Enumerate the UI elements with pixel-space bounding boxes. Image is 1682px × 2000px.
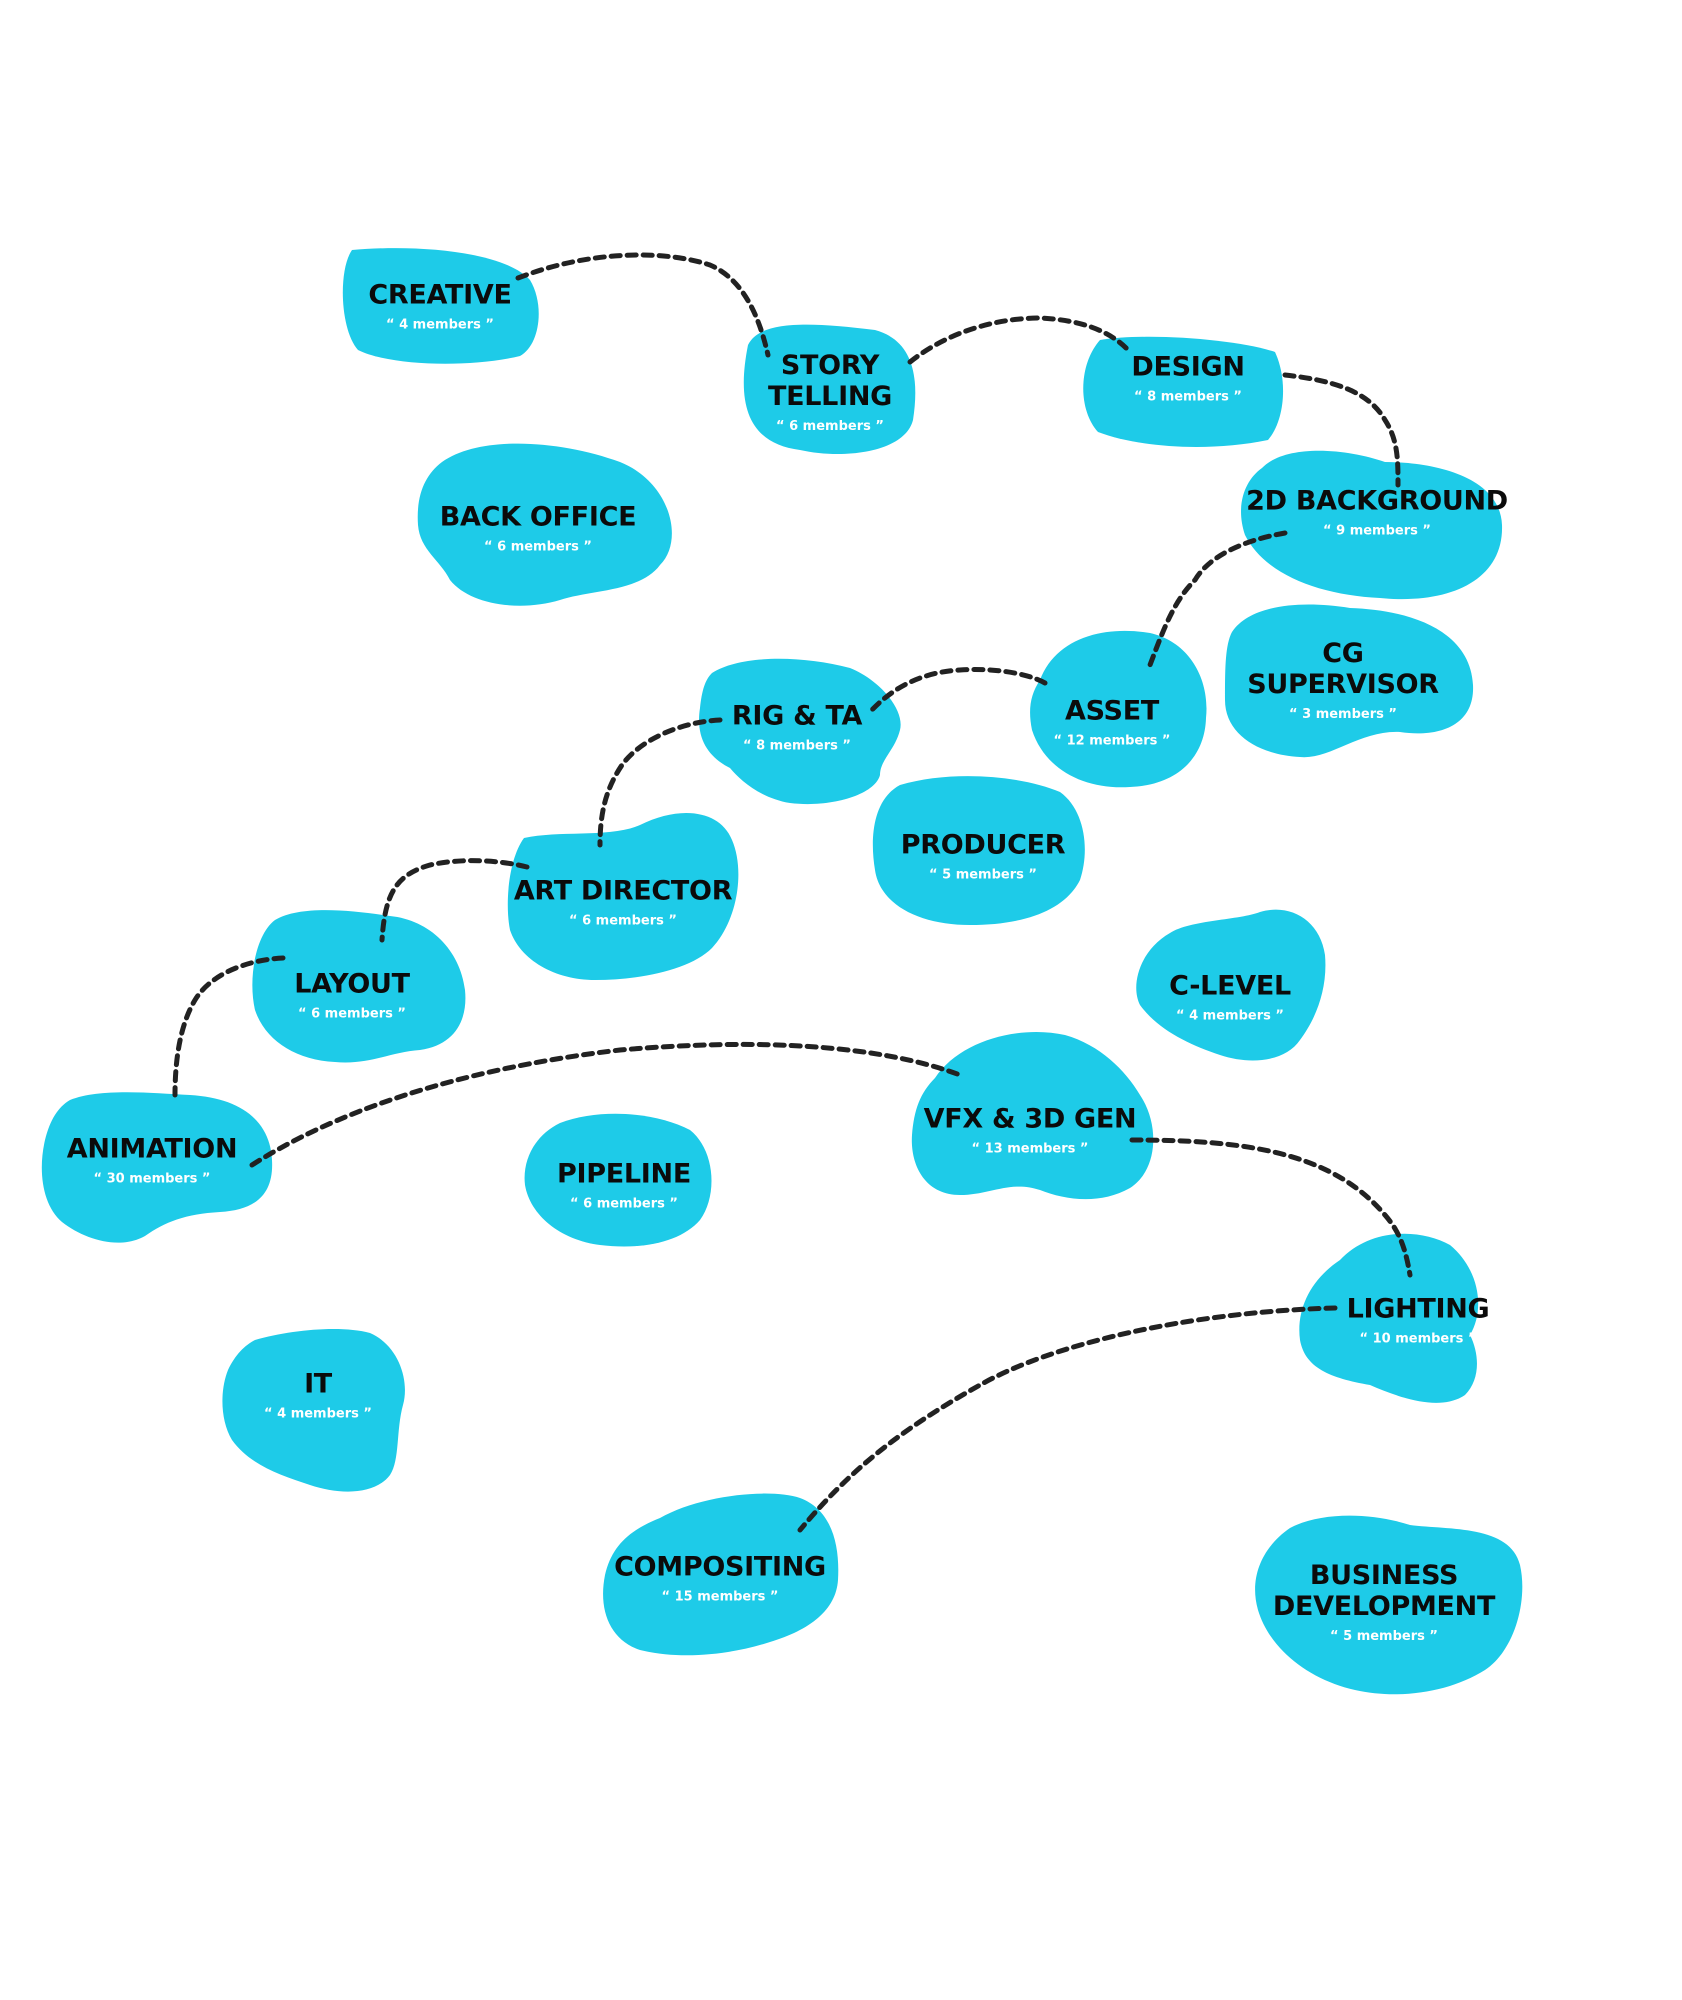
design-blob[interactable]: [1083, 336, 1284, 447]
asset-blob[interactable]: [1030, 630, 1207, 788]
rig-ta-blob[interactable]: [699, 658, 901, 805]
animation-blob[interactable]: [41, 1092, 273, 1243]
2d-background-blob[interactable]: [1241, 450, 1503, 600]
creative-blob[interactable]: [342, 248, 539, 364]
business-development-blob[interactable]: [1255, 1515, 1523, 1695]
lighting-blob[interactable]: [1299, 1233, 1479, 1403]
c-level-blob[interactable]: [1136, 909, 1326, 1061]
it-blob[interactable]: [222, 1329, 405, 1492]
art-director-blob[interactable]: [507, 813, 739, 980]
vfx-3d-gen-blob[interactable]: [911, 1031, 1154, 1200]
pipeline-blob[interactable]: [524, 1113, 712, 1247]
storytelling-blob[interactable]: [743, 324, 916, 455]
producer-blob[interactable]: [872, 776, 1085, 925]
cg-supervisor-blob[interactable]: [1225, 604, 1474, 758]
back-office-blob[interactable]: [417, 443, 672, 606]
layout-blob[interactable]: [252, 910, 466, 1063]
compositing-blob[interactable]: [603, 1493, 839, 1656]
